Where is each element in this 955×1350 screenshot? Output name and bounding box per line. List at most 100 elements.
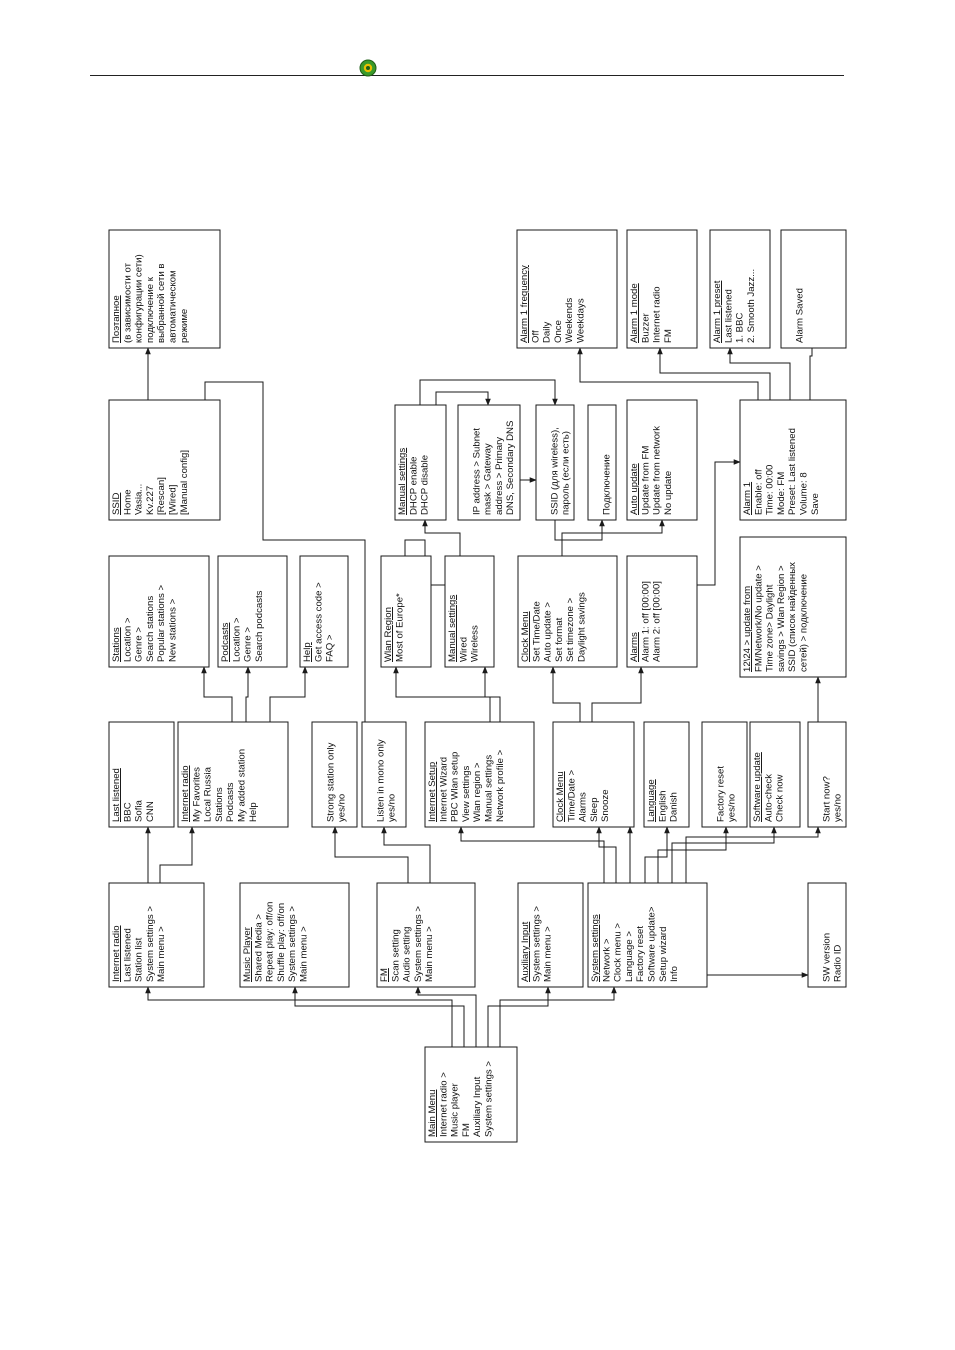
step-by-step-line: режиме: [179, 309, 190, 343]
main-menu-line: Auxiliary Input: [472, 1076, 483, 1137]
connector-arrow: [561, 519, 665, 556]
ip-address-line: mask > Gateway: [483, 443, 494, 515]
internet-radio-line: Last listened: [122, 928, 133, 982]
alarm-1-preset-line: 2. Smooth Jazz...: [746, 269, 757, 343]
manual-settings-dhcp-heading: Manual settings: [397, 448, 408, 515]
system-settings-line: Info: [669, 966, 680, 982]
setup-wizard-line: yes/no: [833, 794, 844, 822]
alarm-saved-box: Alarm Saved: [780, 229, 847, 349]
system-settings-line: Network >: [601, 938, 612, 982]
internet-radio-list-line: Local Russia: [203, 766, 214, 822]
ssid-password-box: SSID (для wireless),пароль (если есть): [535, 404, 575, 521]
internet-setup-heading: Internet Setup: [427, 762, 438, 822]
wizard-steps-frame: [739, 536, 847, 678]
internet-setup-line: Manual settings: [484, 755, 495, 822]
connector-arrow: [554, 519, 605, 541]
music-player-line: System settings >: [287, 906, 298, 982]
connector-arrow: [435, 391, 491, 406]
stations-line: Location >: [122, 617, 133, 662]
audio-setting-line: Listen in mono only: [375, 739, 386, 822]
wlan-region-frame: [380, 555, 432, 668]
auxiliary-input-heading: Auxiliary Input: [520, 921, 531, 982]
podcasts-line: Genre >: [243, 627, 254, 662]
internet-radio-line: Main menu >: [156, 926, 167, 982]
connector-arrow: [332, 826, 409, 883]
manual-settings-line: Wired: [458, 637, 469, 662]
internet-radio-line: System settings >: [145, 906, 156, 982]
alarm-1-preset-heading: Alarm 1 preset: [712, 280, 723, 343]
connector-arrow: [201, 666, 233, 722]
connectors: [145, 347, 821, 1047]
last-listened-heading: Last listened: [111, 768, 122, 822]
connector-arrow: [415, 986, 477, 1047]
stations-line: New stations >: [168, 598, 179, 662]
podcasts-heading: Podcasts: [220, 622, 231, 662]
connector-arrow: [404, 539, 445, 586]
connector-arrow: [671, 826, 777, 883]
clock-menu-line: Alarms: [578, 792, 589, 822]
wlan-region-heading: Wlan Region: [383, 607, 394, 662]
connector-arrow: [204, 381, 366, 722]
wizard-steps-line: сетей) > подключение: [799, 574, 810, 672]
setup-wizard-box: Start now?yes/no: [807, 721, 847, 828]
stations-line: Popular stations >: [156, 585, 167, 662]
ssid-heading: SSID: [111, 493, 122, 515]
ip-address-line: IP address > Subnet: [471, 428, 482, 515]
wizard-steps-line: FM/Network/No update >: [753, 565, 764, 672]
alarm-1-frequency-frame: [516, 229, 618, 349]
alarm-1-frequency-heading: Alarm 1 frequency: [519, 265, 530, 343]
fm-line: Audio setting: [402, 927, 413, 982]
step-by-step-frame: [108, 229, 221, 349]
connect-box: Подключение: [587, 404, 617, 521]
music-player-heading: Music Player: [242, 926, 253, 982]
alarm-1-mode-line: FM: [663, 329, 674, 343]
setup-wizard-line: Start now?: [821, 776, 832, 822]
fm-line: System settings >: [413, 906, 424, 982]
green-eye-logo-icon: [359, 59, 377, 77]
fm-line: Main menu >: [424, 926, 435, 982]
step-by-step-line: (в зависимости от: [122, 262, 133, 343]
software-update-line: Auto-check: [763, 774, 774, 822]
factory-reset-line: Factory reset: [715, 766, 726, 822]
clock-menu-line: Time/Date >: [566, 769, 577, 822]
podcasts-line: Location >: [231, 617, 242, 662]
internet-setup-line: View settings: [461, 765, 472, 822]
connector-arrow: [422, 519, 461, 556]
internet-radio-list-line: Podcasts: [225, 782, 236, 822]
manual-settings-line: Wireless: [470, 625, 481, 662]
alarm-1-line: Enable: off: [753, 469, 764, 515]
alarms-line: Alarm 1: off [00:00]: [640, 581, 651, 662]
auto-update-line: Update from network: [652, 426, 663, 515]
clock-menu-2-line: Daylight savings: [577, 592, 588, 662]
alarm-saved-frame: [780, 229, 847, 349]
podcasts-line: Search podcasts: [254, 590, 265, 662]
connector-arrow: [145, 986, 453, 1047]
connect-line: Подключение: [601, 454, 612, 515]
main-menu-line: System settings >: [484, 1061, 495, 1137]
scan-setting-line: Strong station only: [325, 742, 336, 822]
help-line: Get access code >: [313, 582, 324, 662]
ssid-line: [Manual config]: [179, 450, 190, 515]
alarm-1-frequency-line: Daily: [542, 321, 553, 343]
connector-arrow: [292, 986, 465, 1047]
system-settings-heading: System settings: [590, 914, 601, 982]
clock-menu-2-line: Auto update >: [543, 602, 554, 662]
manual-settings-frame: [444, 555, 495, 668]
connector-arrow: [685, 826, 821, 883]
alarm-1-line: Time: 00:00: [765, 465, 776, 515]
manual-settings-dhcp-line: DHCP disable: [420, 455, 431, 515]
connector-arrow: [550, 666, 581, 722]
ssid-line: Kv.227: [145, 486, 156, 515]
alarm-1-mode-line: Internet radio: [652, 286, 663, 343]
